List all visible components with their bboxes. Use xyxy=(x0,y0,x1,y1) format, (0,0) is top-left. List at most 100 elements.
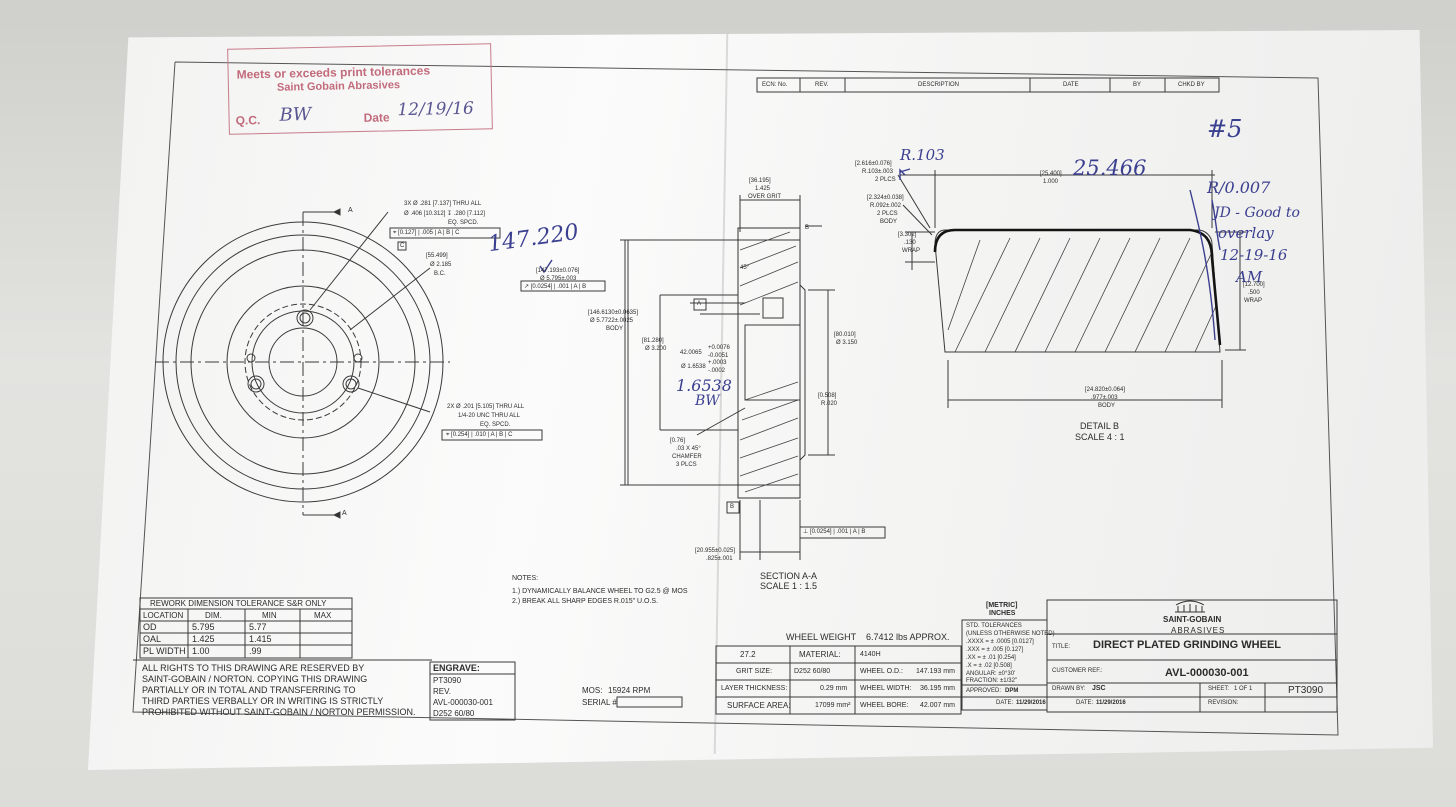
dim-bore-5: +.0003 xyxy=(708,360,727,366)
rework-cell: OAL xyxy=(143,634,162,644)
tolerance-line: .X = ± .02 [0.508] xyxy=(966,663,1012,669)
handwritten-radius: R.103 xyxy=(900,146,945,164)
section-marker-top: A xyxy=(348,207,353,214)
dim-hub-1: [81.280] xyxy=(642,338,664,344)
dim-over-grit-2: 1.425 xyxy=(755,186,771,192)
dim-bore-6: -.0002 xyxy=(708,368,726,374)
detail-top-2: 1.000 xyxy=(1043,179,1059,185)
datum-c: C xyxy=(400,243,405,249)
tapped-callout-2: 1/4-20 UNC THRU ALL xyxy=(458,413,520,419)
rework-cell: PL WIDTH xyxy=(143,646,186,656)
stamp-line-2: Saint Gobain Abrasives xyxy=(276,79,401,94)
drawn-by: JSC xyxy=(1092,685,1106,692)
tapped-callout-1: 2X Ø .201 [5.105] THRU ALL xyxy=(447,404,525,410)
dim-over-grit-3: OVER GRIT xyxy=(748,194,782,200)
engrave-line-1: PT3090 xyxy=(433,676,462,685)
detail-side-3: WRAP xyxy=(1244,298,1262,304)
drawing-title: DIRECT PLATED GRINDING WHEEL xyxy=(1093,639,1282,651)
rev-col-rev: REV. xyxy=(815,82,829,88)
wheel-cell: WHEEL WIDTH: xyxy=(860,685,912,692)
chamfer-1: [0.76] xyxy=(670,438,686,444)
revision-label: REVISION: xyxy=(1208,700,1239,706)
wheel-cell: SURFACE AREA: xyxy=(727,701,791,710)
chamfer-3: CHAMFER xyxy=(672,454,702,460)
note-1: 1.) DYNAMICALLY BALANCE WHEEL TO G2.5 @ … xyxy=(512,588,688,595)
rework-cell: 1.415 xyxy=(249,634,272,644)
wheel-cell: 27.2 xyxy=(740,650,756,659)
rework-cell: 5.77 xyxy=(249,622,267,632)
rework-cell: 1.00 xyxy=(192,646,210,656)
rework-header-dim: DIM. xyxy=(205,611,222,620)
chamfer-2: .03 X 45° xyxy=(676,446,701,452)
dim-body-2: Ø 5.7722±.0025 xyxy=(590,318,633,324)
tapped-callout-3: EQ. SPCD. xyxy=(480,422,511,428)
dim-r-2: R.020 xyxy=(821,401,838,407)
rework-header-min: MIN xyxy=(262,611,277,620)
wheel-cell: 17099 mm² xyxy=(815,702,851,709)
drawn-by-label: DRAWN BY: xyxy=(1052,686,1086,692)
stamp-qc-label: Q.C. xyxy=(235,113,261,128)
wheel-cell: 36.195 mm xyxy=(920,685,956,692)
rework-cell: 5.795 xyxy=(192,622,215,632)
sheet-label: SHEET: xyxy=(1208,686,1230,692)
wheel-cell: D252 60/80 xyxy=(794,668,831,675)
pt-number: PT3090 xyxy=(1288,685,1324,696)
rights-line-3: PARTIALLY OR IN TOTAL AND TRANSFERRING T… xyxy=(142,685,356,695)
tolerance-line: ANGULAR: ±0°30' xyxy=(966,671,1016,677)
rework-header-max: MAX xyxy=(314,611,332,620)
engrave-line-3: AVL-000030-001 xyxy=(433,698,493,707)
dim-od-1: [147.193±0.076] xyxy=(536,268,580,274)
dim-hub-2: Ø 3.200 xyxy=(645,346,667,352)
dim-bore-4: Ø 1.6538 xyxy=(681,364,706,370)
notes-heading: NOTES: xyxy=(512,575,539,582)
section-title: SECTION A-A xyxy=(760,571,818,581)
stamp-date-label: Date xyxy=(363,110,390,125)
detail-body-3: BODY xyxy=(1098,403,1116,409)
title-date-label: DATE: xyxy=(1076,700,1094,706)
wheel-cell: 147.193 mm xyxy=(916,668,955,675)
stamp-line-1: Meets or exceeds print tolerances xyxy=(236,63,431,82)
detail-side-1: [12.700] xyxy=(1243,282,1265,288)
rev-col-ecn: ECN: No. xyxy=(762,82,788,88)
wheel-weight-label: WHEEL WEIGHT xyxy=(786,632,857,642)
detail-r2-4: BODY xyxy=(880,219,898,225)
approval-date: 11/29/2016 xyxy=(1016,700,1046,706)
sheet-value: 1 OF 1 xyxy=(1234,686,1253,692)
section-marker-bottom: A xyxy=(342,510,347,517)
rework-title: REWORK DIMENSION TOLERANCE S&R ONLY xyxy=(150,599,327,608)
approval-line-1: R/0.007 xyxy=(1207,178,1271,197)
detail-r1-3: 2 PLCS xyxy=(875,177,896,183)
dim-width-2: .825±.001 xyxy=(706,556,733,562)
chamfer-4: 3 PLCS xyxy=(676,462,697,468)
approved-label: APPROVED: xyxy=(966,688,1002,694)
dim-width-1: [20.955±0.025] xyxy=(695,548,735,554)
detail-side-2: .500 xyxy=(1248,290,1260,296)
title-label: TITLE: xyxy=(1052,644,1071,650)
detail-wrap-thk-2: .130 xyxy=(904,240,916,246)
rights-line-4: THIRD PARTIES VERBALLY OR IN WRITING IS … xyxy=(142,696,384,706)
approved-by: DPM xyxy=(1005,688,1019,694)
dim-bore-1: 42.0065 xyxy=(680,350,702,356)
detail-wrap-thk-3: WRAP xyxy=(902,248,920,254)
approval-line-3: overlay xyxy=(1218,224,1274,242)
rights-line-1: ALL RIGHTS TO THIS DRAWING ARE RESERVED … xyxy=(142,663,365,673)
holes-callout-3: EQ. SPCD. xyxy=(448,220,479,226)
detail-body-1: [24.820±0.064] xyxy=(1085,387,1125,393)
detail-r2-3: 2 PLCS xyxy=(877,211,898,217)
dim-od-2: Ø 5.795±.003 xyxy=(540,276,577,282)
detail-top-1: [25.400] xyxy=(1040,171,1062,177)
detail-body-2: .977±.003 xyxy=(1091,395,1118,401)
handwritten-bore-initials: BW xyxy=(695,393,720,409)
holes-callout-2: Ø .406 [10.312] ↧ .280 [7.112] xyxy=(404,211,485,217)
dim-rim-2: Ø 3.150 xyxy=(836,340,858,346)
bc-callout-3: B.C. xyxy=(434,271,446,277)
detail-title: DETAIL B xyxy=(1080,421,1120,431)
wheel-cell: GRIT SIZE: xyxy=(736,668,773,675)
rework-cell: .99 xyxy=(249,646,262,656)
datum-b: B xyxy=(730,504,735,510)
detail-r1-1: [2.616±0.076] xyxy=(855,161,892,167)
tolerance-unit-top: [METRIC] xyxy=(986,602,1018,609)
rework-cell: 1.425 xyxy=(192,634,215,644)
handwritten-wrap-width: 25.466 xyxy=(1073,156,1147,180)
rev-col-by: BY xyxy=(1133,82,1142,88)
